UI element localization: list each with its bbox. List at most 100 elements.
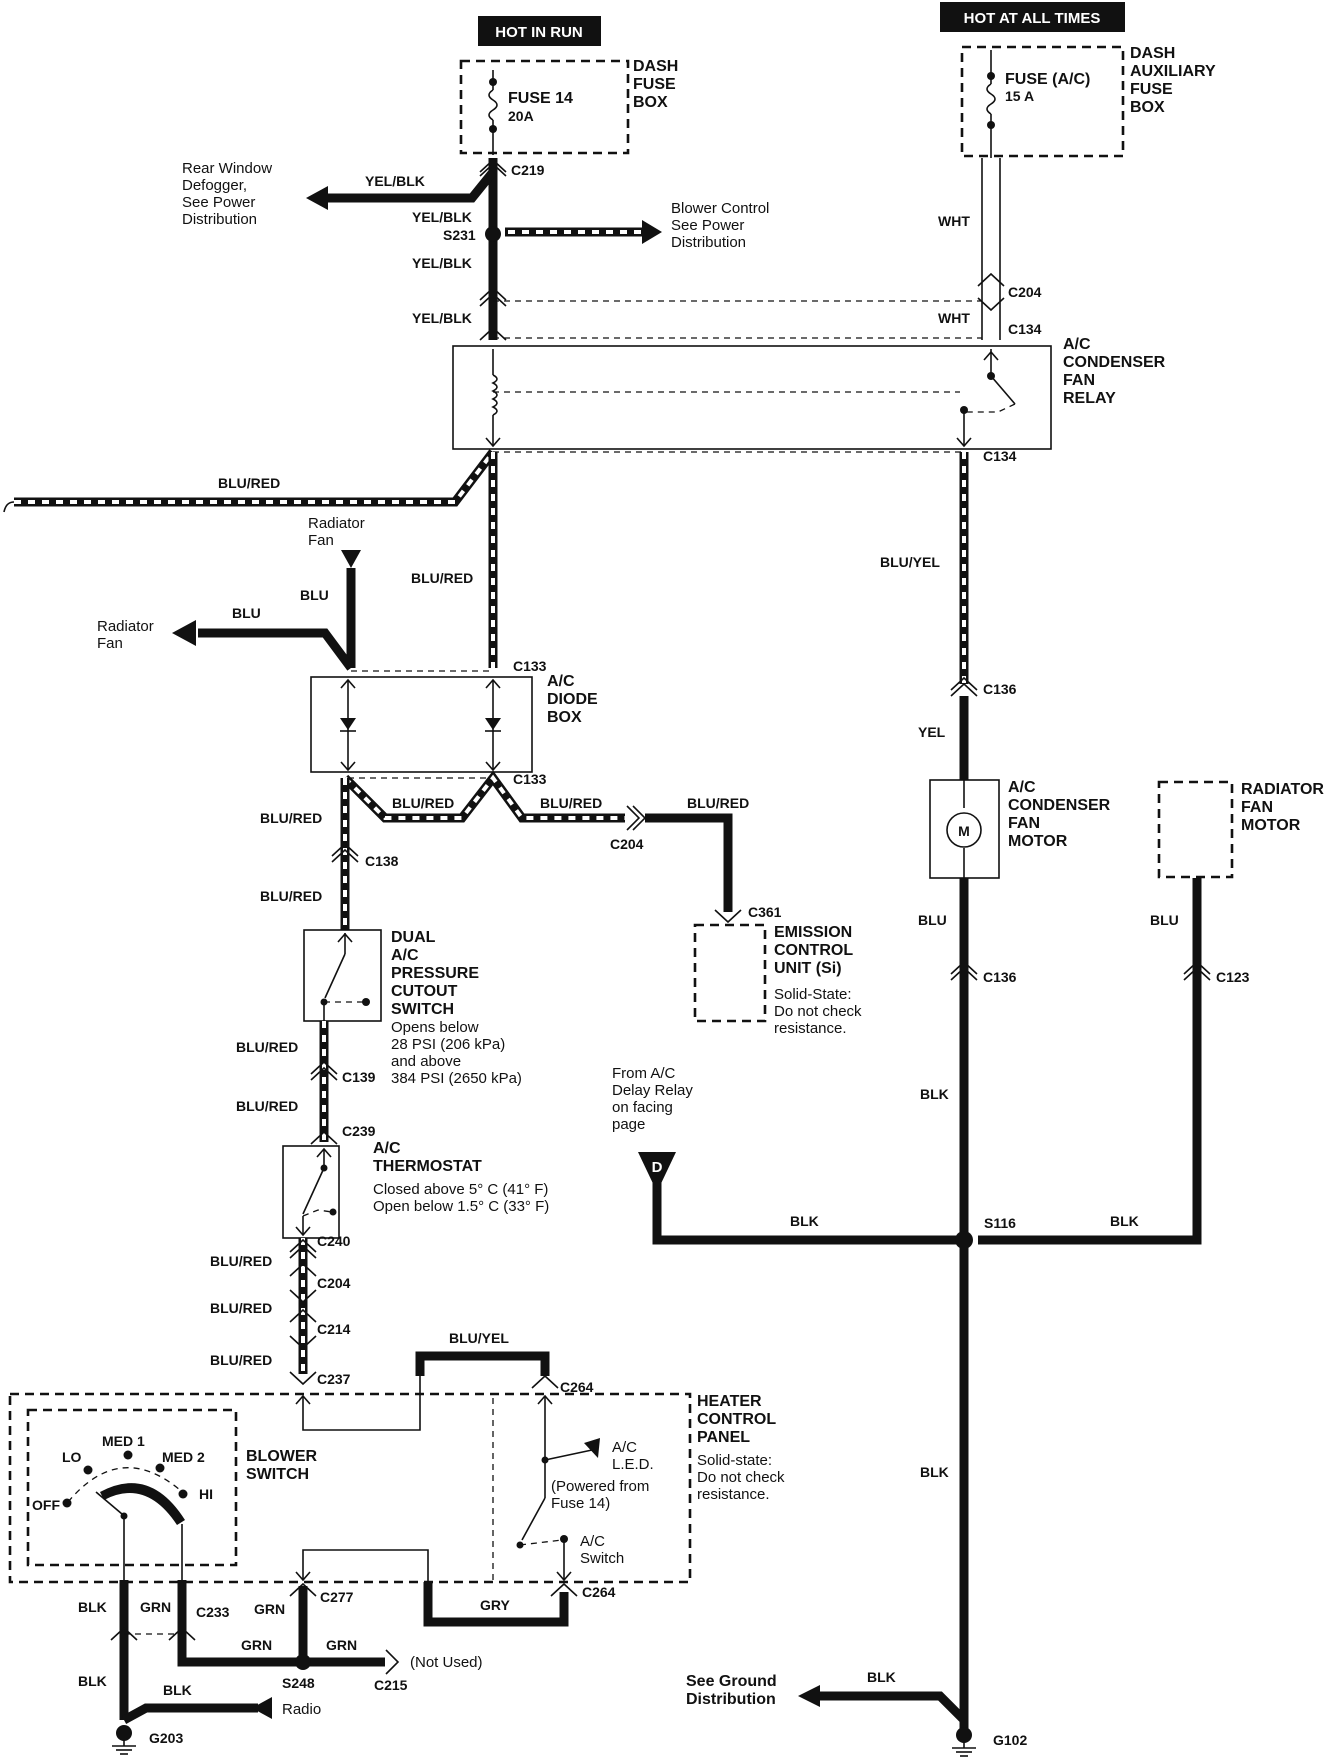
- fan-motor-icon: [946, 812, 982, 848]
- relay-switch-contact: [956, 349, 1016, 448]
- blower-switch-label: BLOWER SWITCH: [246, 1448, 322, 1483]
- wire-grn-sw: GRN: [140, 1599, 171, 1615]
- grn-switch-wire: [177, 1580, 385, 1667]
- wire-yel-blk-3: YEL/BLK: [412, 255, 472, 271]
- blu-red-ecu-wire: [645, 813, 733, 912]
- s248-splice: [295, 1654, 311, 1670]
- ac-led-label: A/C L.E.D.: [612, 1439, 654, 1473]
- wire-blu-red-c: BLU/RED: [210, 1253, 272, 1269]
- powered-from-label: (Powered from Fuse 14): [551, 1478, 654, 1512]
- wire-blu-red-e: BLU/RED: [210, 1352, 272, 1368]
- radiator-fan-left-label: Radiator Fan: [97, 618, 158, 652]
- hot-at-all-times-badge: [940, 2, 1125, 32]
- rear-defogger-label: Rear Window Defogger, See Power Distribu…: [182, 160, 276, 228]
- c134-top-label: C134: [1008, 321, 1042, 337]
- c136-top-connector: [950, 676, 978, 697]
- c133-bottom-label: C133: [513, 771, 547, 787]
- ac-led-icon: [584, 1438, 600, 1458]
- wire-blu-red-b: BLU/RED: [236, 1098, 298, 1114]
- dash-auxiliary-fuse-box-label: DASH AUXILIARY FUSE BOX: [1130, 45, 1220, 116]
- wire-grn-c277: GRN: [254, 1601, 285, 1617]
- g203-label: G203: [149, 1730, 183, 1746]
- from-delay-relay-label: From A/C Delay Relay on facing page: [612, 1065, 697, 1133]
- c123-connector: [1183, 960, 1211, 981]
- c239-connector: [310, 1130, 338, 1145]
- g102-ground-icon: [952, 1742, 976, 1757]
- blu-radiator-left-wire: [198, 628, 355, 671]
- wire-blu-rad-left: BLU: [232, 605, 261, 621]
- c219-label: C219: [511, 162, 545, 178]
- wire-blu-motor: BLU: [918, 912, 947, 928]
- solid-state-panel-label: Solid-state: Do not check resistance.: [697, 1452, 789, 1503]
- c233-connector: [110, 1626, 196, 1641]
- s231-splice: [485, 226, 501, 242]
- blower-position-lo: LO: [62, 1449, 82, 1465]
- g102-label: G102: [993, 1732, 1027, 1748]
- radiator-fan-left-arrow: [172, 620, 196, 646]
- c136-bottom-connector: [950, 960, 978, 981]
- radio-label: Radio: [282, 1701, 321, 1718]
- wire-blu-red-center: BLU/RED: [411, 570, 473, 586]
- ac-led-lead: [544, 1449, 593, 1461]
- heater-control-panel-label: HEATER CONTROL PANEL: [697, 1393, 780, 1446]
- ac-thermostat: [282, 1145, 340, 1239]
- c136-bottom-label: C136: [983, 969, 1017, 985]
- c277-connector: [289, 1582, 317, 1597]
- wire-blk-bus-left: BLK: [790, 1213, 819, 1229]
- wire-blu-rad-motor: BLU: [1150, 912, 1179, 928]
- c134-top-left-connector: [479, 326, 507, 341]
- ac-condenser-fan-motor-label: A/C CONDENSER FAN MOTOR: [1008, 779, 1115, 850]
- fuse-14-symbol: [488, 70, 498, 155]
- wire-yel-blk-4: YEL/BLK: [412, 310, 472, 326]
- wire-blu-red-diode-r: BLU/RED: [540, 795, 602, 811]
- wire-yel: YEL: [918, 724, 946, 740]
- wire-grn-s248l: GRN: [241, 1637, 272, 1653]
- wire-blk-center-right: BLK: [920, 1086, 949, 1102]
- c204-low-connector: [289, 1262, 317, 1304]
- c361-label: C361: [748, 904, 782, 920]
- c240-label: C240: [317, 1233, 351, 1249]
- fuse-ac-label: FUSE (A/C) 15 A: [1005, 71, 1094, 104]
- motor-m-label: M: [958, 823, 970, 839]
- ac-diode-box-label: A/C DIODE BOX: [547, 673, 602, 726]
- c123-label: C123: [1216, 969, 1250, 985]
- wire-blu-red-diode-l: BLU/RED: [260, 810, 322, 826]
- c264-top-label: C264: [560, 1379, 594, 1395]
- dash-fuse-box: [459, 59, 630, 155]
- blower-position-off: OFF: [32, 1497, 60, 1513]
- c136-top-label: C136: [983, 681, 1017, 697]
- ac-condenser-fan-relay-label: A/C CONDENSER FAN RELAY: [1063, 336, 1170, 407]
- c204-top-right-connector: [977, 272, 1005, 312]
- pressure-note-label: Opens below 28 PSI (206 kPa) and above 3…: [391, 1019, 522, 1087]
- c237-connector: [289, 1371, 317, 1386]
- wire-blk-bus-right: BLK: [1110, 1213, 1139, 1229]
- thermostat-note-label: Closed above 5° C (41° F) Open below 1.5…: [373, 1181, 553, 1215]
- wire-blu-red-left: BLU/RED: [218, 475, 280, 491]
- gry-wire: [423, 1582, 569, 1627]
- c264-bottom-label: C264: [582, 1584, 616, 1600]
- ref-d-triangle: [638, 1152, 676, 1192]
- radiator-fan-motor-label: RADIATOR FAN MOTOR: [1241, 781, 1328, 834]
- hot-in-run-badge: [478, 16, 601, 46]
- pressure-switch-contact: [320, 932, 370, 1021]
- c264-top-connector: [531, 1374, 559, 1389]
- blower-control-label: Blower Control See Power Distribution: [671, 200, 774, 251]
- blk-bus-left-wire: [652, 1180, 964, 1245]
- wire-blu-red-a: BLU/RED: [236, 1039, 298, 1055]
- c139-connector: [310, 1060, 338, 1081]
- wire-grn-s248r: GRN: [326, 1637, 357, 1653]
- c240-connector: [289, 1238, 317, 1259]
- wire-blk-low: BLK: [78, 1673, 107, 1689]
- heater-control-panel: [8, 1392, 692, 1584]
- wire-blu-red-diode-mid: BLU/RED: [392, 795, 454, 811]
- wire-blk-sw: BLK: [78, 1599, 107, 1615]
- wire-blk-lower-right: BLK: [920, 1464, 949, 1480]
- wire-wht-2: WHT: [938, 310, 970, 326]
- ac-condenser-fan-relay: [452, 345, 1052, 450]
- c277-label: C277: [320, 1589, 354, 1605]
- radiator-fan-up-arrow: [341, 550, 361, 568]
- wire-blk-ground-dist: BLK: [867, 1669, 896, 1685]
- c204-top-label: C204: [1008, 284, 1042, 300]
- ac-switch-label: A/C Switch: [580, 1533, 624, 1567]
- s248-label: S248: [282, 1675, 315, 1691]
